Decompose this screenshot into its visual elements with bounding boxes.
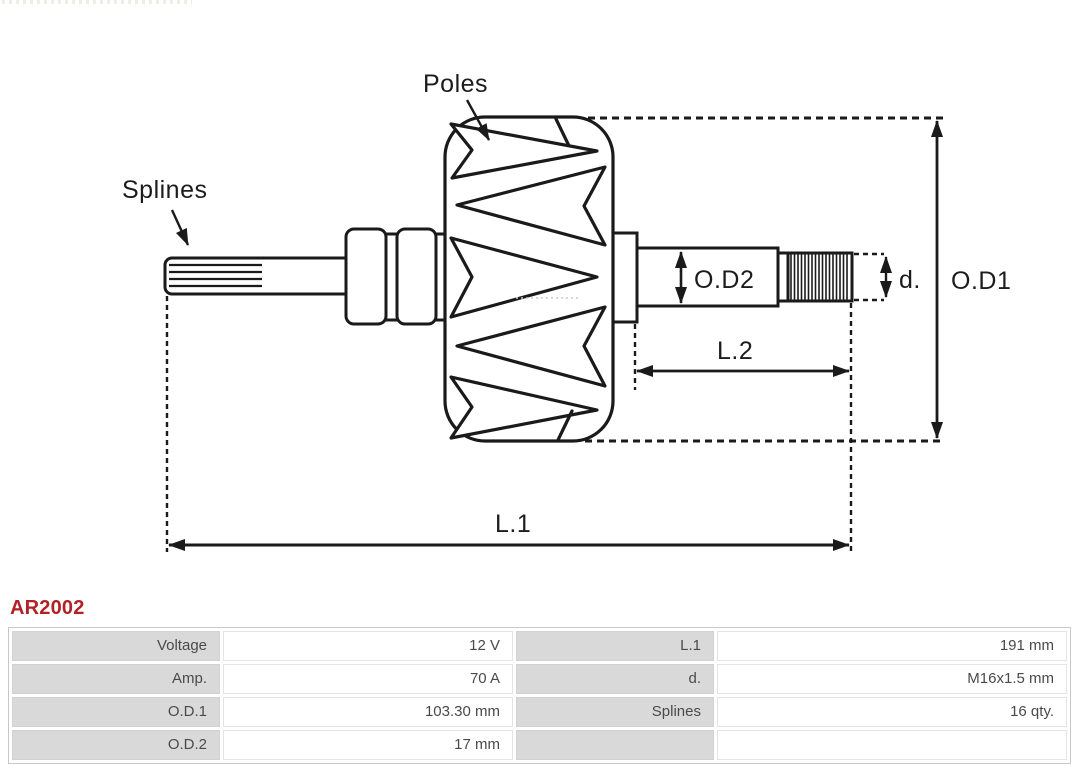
- table-row: O.D.2 17 mm: [12, 730, 1067, 760]
- spec-table: Voltage 12 V L.1 191 mm Amp. 70 A d. M16…: [8, 627, 1071, 764]
- reference-lines: [165, 116, 943, 552]
- table-row: O.D.1 103.30 mm Splines 16 qty.: [12, 697, 1067, 727]
- shaft-collars: [344, 227, 447, 326]
- table-row: Voltage 12 V L.1 191 mm: [12, 631, 1067, 661]
- spec-value-amp: 70 A: [223, 664, 513, 694]
- logo-remnant: [2, 0, 192, 4]
- splines-callout: Splines: [122, 176, 208, 246]
- collar-2: [395, 227, 438, 326]
- spec-value-od2: 17 mm: [223, 730, 513, 760]
- dimension-d: d.: [880, 256, 921, 298]
- l2-label: L.2: [717, 337, 753, 365]
- thread-lines: [790, 254, 848, 301]
- splines-arrow-icon: [170, 209, 190, 246]
- spec-value-empty: [717, 730, 1067, 760]
- table-row: Amp. 70 A d. M16x1.5 mm: [12, 664, 1067, 694]
- dimension-od1: O.D1: [931, 120, 1011, 439]
- dimension-od2: O.D2: [675, 251, 754, 304]
- spec-value-l1: 191 mm: [717, 631, 1067, 661]
- spec-label-l1: L.1: [516, 631, 714, 661]
- spec-label-d: d.: [516, 664, 714, 694]
- slip-ring-boss: [611, 231, 639, 324]
- part-code: AR2002: [10, 597, 85, 619]
- spec-value-od1: 103.30 mm: [223, 697, 513, 727]
- spec-label-splines: Splines: [516, 697, 714, 727]
- splines-label: Splines: [122, 176, 208, 204]
- od1-label: O.D1: [951, 267, 1011, 295]
- spec-value-splines: 16 qty.: [717, 697, 1067, 727]
- d-label: d.: [899, 266, 921, 294]
- spec-label-empty: [516, 730, 714, 760]
- spec-label-od1: O.D.1: [12, 697, 220, 727]
- rotor-body: [443, 115, 615, 443]
- dimension-l1: L.1: [168, 510, 850, 551]
- spec-value-d: M16x1.5 mm: [717, 664, 1067, 694]
- spec-label-amp: Amp.: [12, 664, 220, 694]
- l1-label: L.1: [495, 510, 531, 538]
- collar-1: [344, 227, 388, 326]
- spec-value-voltage: 12 V: [223, 631, 513, 661]
- poles-callout: Poles: [423, 70, 491, 141]
- spec-label-voltage: Voltage: [12, 631, 220, 661]
- rotor-diagram: O.D2 d. O.D1 L.2 L.1 Poles Splines: [122, 70, 1011, 552]
- rear-shaft-body: [635, 246, 780, 308]
- poles-label: Poles: [423, 70, 488, 98]
- spec-label-od2: O.D.2: [12, 730, 220, 760]
- poles-arrow-icon: [465, 99, 491, 141]
- spline-lines: [169, 263, 262, 288]
- dimension-l2: L.2: [636, 337, 850, 377]
- od2-label: O.D2: [694, 266, 754, 294]
